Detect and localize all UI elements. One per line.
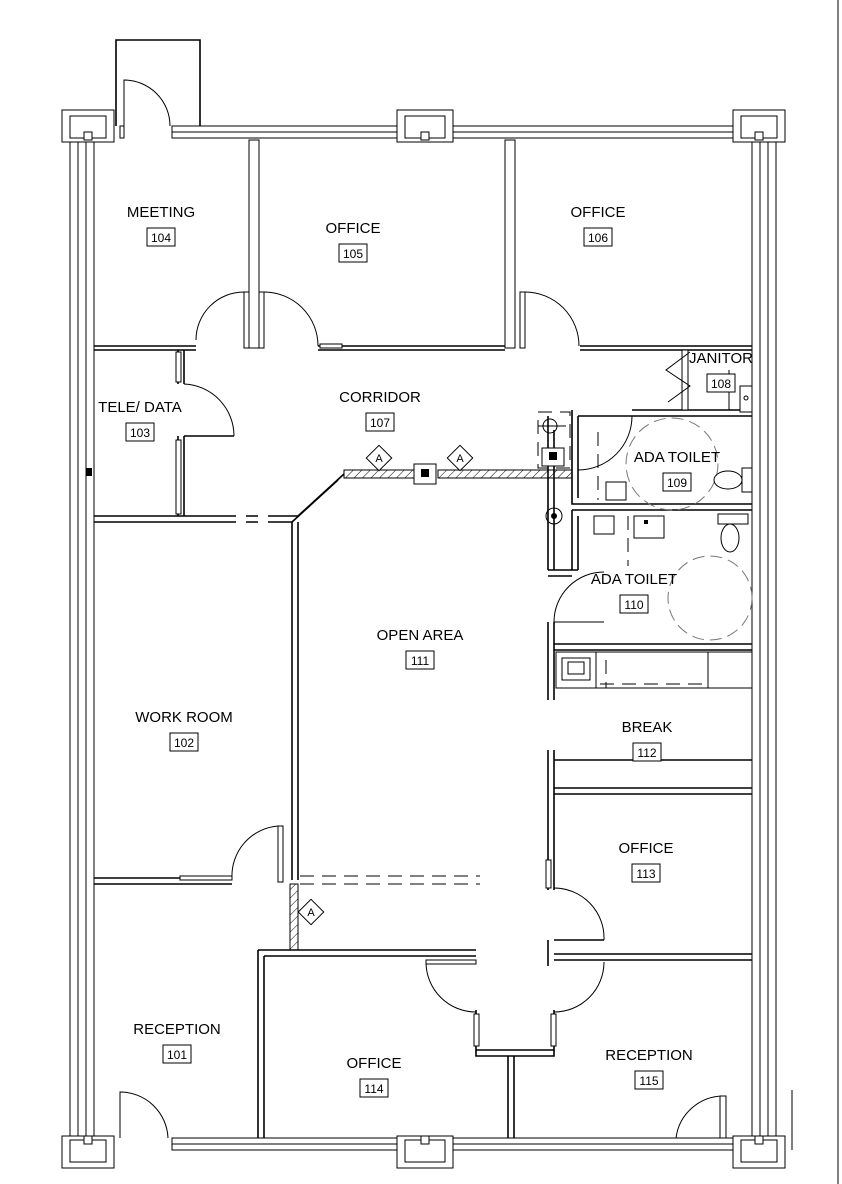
svg-text:104: 104 [151, 231, 171, 245]
fixtures [537, 385, 753, 641]
section-marker: A [297, 898, 325, 926]
svg-text:BREAK: BREAK [622, 719, 673, 736]
svg-text:JANITOR: JANITOR [689, 350, 753, 367]
svg-text:114: 114 [364, 1082, 383, 1096]
room-tag-113: OFFICE 113 [619, 840, 674, 883]
svg-text:113: 113 [636, 867, 655, 881]
svg-text:105: 105 [343, 247, 363, 261]
svg-text:MEETING: MEETING [127, 204, 195, 221]
room-tag-104: MEETING 104 [127, 204, 195, 247]
svg-text:102: 102 [174, 736, 194, 750]
svg-text:112: 112 [637, 746, 656, 760]
svg-text:OPEN AREA: OPEN AREA [377, 627, 464, 644]
room-tag-106: OFFICE 106 [571, 204, 626, 247]
svg-text:111: 111 [411, 654, 430, 668]
svg-text:TELE/ DATA: TELE/ DATA [98, 399, 182, 416]
svg-text:A: A [456, 453, 464, 465]
svg-text:RECEPTION: RECEPTION [133, 1021, 221, 1038]
svg-text:RECEPTION: RECEPTION [605, 1047, 693, 1064]
svg-text:ADA TOILET: ADA TOILET [591, 571, 677, 588]
room-tag-103: TELE/ DATA 103 [98, 399, 182, 442]
svg-text:OFFICE: OFFICE [571, 204, 626, 221]
room-tag-102: WORK ROOM 102 [135, 709, 233, 752]
room-tag-101: RECEPTION 101 [133, 1021, 221, 1064]
svg-text:108: 108 [711, 377, 731, 391]
svg-text:OFFICE: OFFICE [619, 840, 674, 857]
svg-text:109: 109 [667, 476, 687, 490]
room-tag-108: JANITOR 108 [689, 350, 753, 393]
room-tag-110: ADA TOILET 110 [591, 571, 677, 614]
room-tag-109: ADA TOILET 109 [634, 449, 720, 492]
svg-text:A: A [307, 907, 315, 919]
section-markers: A A A [297, 444, 474, 926]
svg-text:CORRIDOR: CORRIDOR [339, 389, 421, 406]
exterior-walls [69, 0, 839, 1184]
svg-text:106: 106 [588, 231, 608, 245]
room-tags: MEETING 104 OFFICE 105 OFFICE 106 JANITO… [98, 204, 753, 1098]
svg-text:A: A [375, 453, 383, 465]
svg-text:110: 110 [624, 598, 643, 612]
svg-text:OFFICE: OFFICE [326, 220, 381, 237]
svg-text:107: 107 [370, 416, 390, 430]
room-tag-112: BREAK 112 [622, 719, 673, 762]
svg-text:115: 115 [639, 1074, 658, 1088]
room-tag-115: RECEPTION 115 [605, 1047, 693, 1090]
svg-text:ADA TOILET: ADA TOILET [634, 449, 720, 466]
svg-text:WORK ROOM: WORK ROOM [135, 709, 233, 726]
svg-text:101: 101 [167, 1048, 187, 1062]
room-tag-107: CORRIDOR 107 [339, 389, 421, 432]
section-marker: A [365, 444, 393, 472]
svg-text:OFFICE: OFFICE [347, 1055, 402, 1072]
room-tag-111: OPEN AREA 111 [377, 627, 464, 670]
section-marker: A [446, 444, 474, 472]
room-tag-105: OFFICE 105 [326, 220, 381, 263]
room-tag-114: OFFICE 114 [347, 1055, 402, 1098]
doors [119, 79, 727, 1139]
column-pilasters [61, 109, 786, 1169]
svg-text:103: 103 [130, 426, 150, 440]
